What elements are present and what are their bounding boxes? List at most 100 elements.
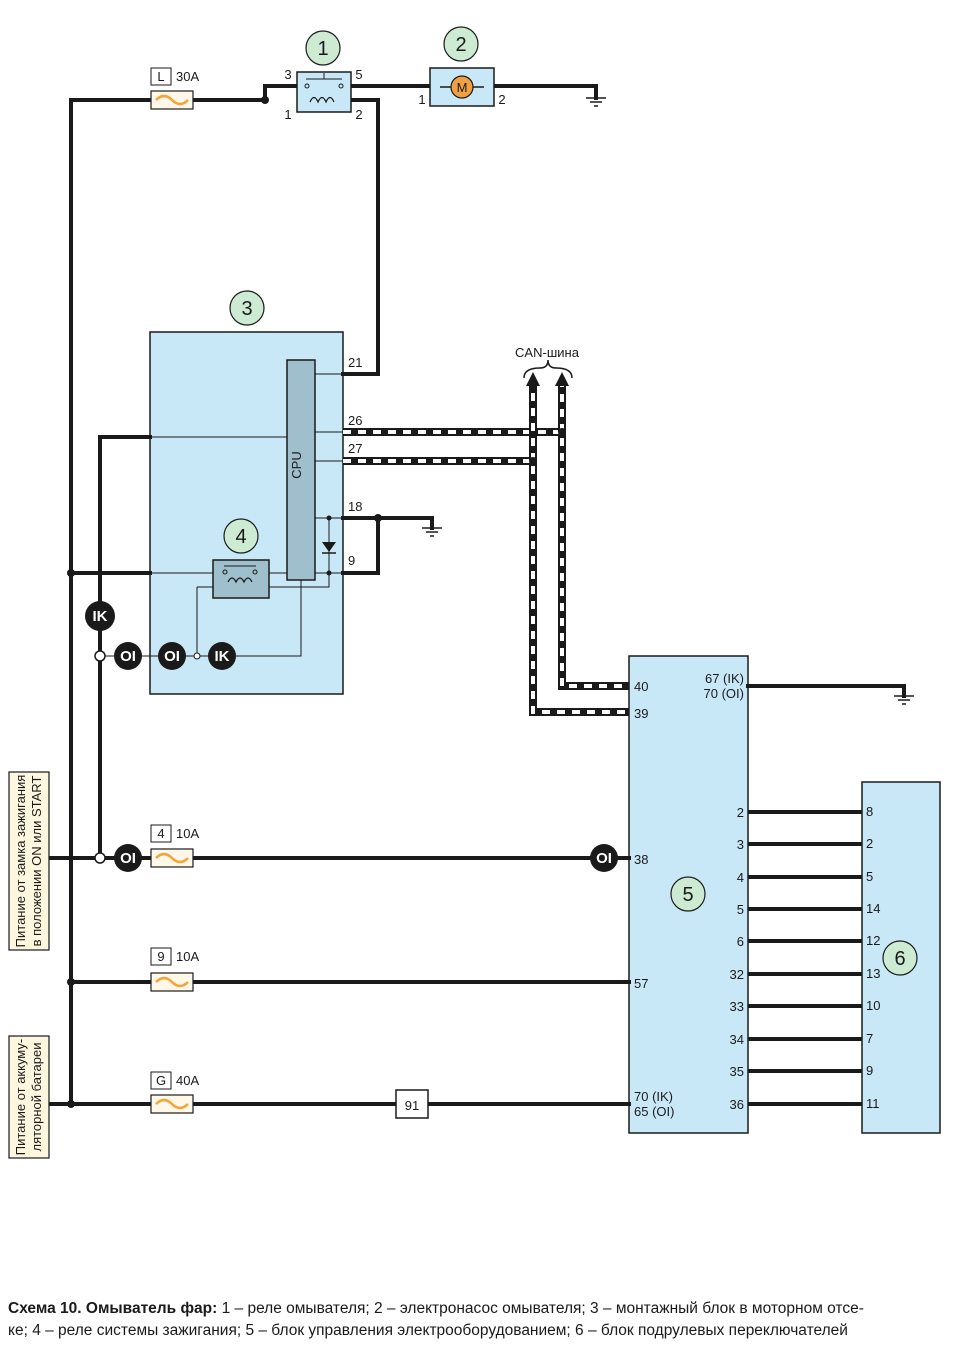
- block5-pin-70ik: 70 (IK): [634, 1089, 673, 1104]
- fuse-4-rating: 10A: [176, 826, 199, 841]
- can-bus: [343, 385, 629, 716]
- fuse-9: [150, 947, 194, 992]
- block6-pin-label: 10: [866, 998, 880, 1013]
- ignition-relay-4: [212, 559, 270, 599]
- junction-dot: [261, 96, 269, 104]
- fuse-9-id: 9: [157, 949, 164, 964]
- badge-oi: OI: [590, 844, 618, 872]
- cpu-chip: [286, 359, 316, 581]
- relay1-pin-1: 1: [284, 107, 291, 122]
- relay1-pin-2: 2: [355, 107, 362, 122]
- block6-pin-label: 12: [866, 933, 880, 948]
- fuse-g-id: G: [156, 1073, 166, 1088]
- block5-pin-label: 35: [730, 1064, 744, 1079]
- block6-pin-label: 14: [866, 901, 880, 916]
- connector-91: [395, 1089, 429, 1119]
- block5-pin-label: 6: [737, 934, 744, 949]
- svg-text:IK: IK: [215, 648, 230, 665]
- block6-pin-label: 2: [866, 836, 873, 851]
- junction-internal-a: [326, 515, 332, 521]
- can-arrow-right: [555, 372, 569, 386]
- block5-pin-label: 3: [737, 837, 744, 852]
- callout-4: 4: [223, 518, 259, 554]
- connector-91-label: 91: [405, 1098, 419, 1113]
- callout-6: 6: [882, 940, 918, 976]
- junction-dot: [67, 1100, 75, 1108]
- internal-wires: [100, 373, 343, 657]
- ground-icon: [422, 527, 442, 537]
- fuse-l-rating: 30A: [176, 69, 199, 84]
- block3-pin-27: 27: [348, 441, 362, 456]
- ignition-supply-label: Питание от замка зажигания в положении O…: [8, 771, 50, 951]
- badge-ik: IK: [208, 642, 236, 670]
- callout-5: 5: [670, 876, 706, 912]
- junction-internal-b: [326, 570, 332, 576]
- can-junction-b: [529, 457, 537, 465]
- fuse-9-rating: 10A: [176, 949, 199, 964]
- block6-pin-label: 13: [866, 966, 880, 981]
- motor-pin-2: 2: [498, 92, 505, 107]
- svg-text:OI: OI: [164, 648, 180, 665]
- svg-text:IK: IK: [93, 608, 108, 625]
- block5-pin-label: 4: [737, 870, 744, 885]
- fuse-4-id: 4: [157, 826, 164, 841]
- block6-pin-label: 8: [866, 804, 873, 819]
- svg-text:OI: OI: [120, 850, 136, 867]
- caption-title: Схема 10. Омыватель фар:: [8, 1300, 218, 1317]
- block5-pin-40: 40: [634, 679, 648, 694]
- pump-motor-2: [429, 67, 495, 107]
- block5-pin-label: 5: [737, 902, 744, 917]
- callout-1: 1: [305, 30, 341, 66]
- ground-icon: [586, 97, 606, 107]
- battery-supply-label: Питание от аккуму- ляторной батареи: [8, 1035, 50, 1159]
- block3-pin-26: 26: [348, 413, 362, 428]
- block3-pin-9: 9: [348, 553, 355, 568]
- block5-pin-label: 2: [737, 805, 744, 820]
- block5-pin-57: 57: [634, 976, 648, 991]
- ignition-label-line1: Питание от замка зажигания: [13, 775, 28, 948]
- badge-oi: OI: [158, 642, 186, 670]
- block6-pin-label: 9: [866, 1063, 873, 1078]
- badge-ik: IK: [85, 601, 115, 631]
- ignition-label-line2: в положении ON или START: [29, 776, 44, 947]
- svg-text:3: 3: [241, 298, 252, 320]
- fuse-l: [150, 67, 194, 110]
- block5-pin-label: 36: [730, 1097, 744, 1112]
- badge-oi: OI: [114, 844, 142, 872]
- block5-pin-39: 39: [634, 706, 648, 721]
- callout-3: 3: [229, 290, 265, 326]
- junction-open: [94, 650, 106, 662]
- battery-label-line1: Питание от аккуму-: [13, 1039, 28, 1155]
- block5-pin-label: 33: [730, 999, 744, 1014]
- washer-relay-1: [296, 71, 352, 113]
- block5-pin-38: 38: [634, 852, 648, 867]
- svg-text:6: 6: [894, 948, 905, 970]
- block5-pin-67ik: 67 (IK): [705, 671, 744, 686]
- wiring-diagram: CAN-шина CPU: [8, 26, 941, 1159]
- can-junction-a: [558, 428, 566, 436]
- block5-pin-65oi: 65 (OI): [634, 1104, 674, 1119]
- motor-pin-1: 1: [418, 92, 425, 107]
- bus-lines: [748, 810, 862, 1106]
- svg-text:OI: OI: [596, 850, 612, 867]
- figure-caption: Схема 10. Омыватель фар: 1 – реле омыват…: [8, 1298, 948, 1342]
- can-bus-label: CAN-шина: [515, 345, 580, 360]
- block6-pin-label: 5: [866, 869, 873, 884]
- svg-text:2: 2: [455, 34, 466, 56]
- battery-label-line2: ляторной батареи: [29, 1042, 44, 1151]
- block5-pin-label: 34: [730, 1032, 744, 1047]
- fuse-g-rating: 40A: [176, 1073, 199, 1088]
- svg-text:4: 4: [235, 526, 246, 548]
- relay1-pin-5: 5: [355, 67, 362, 82]
- caption-line2: ке; 4 – реле системы зажигания; 5 – блок…: [8, 1322, 848, 1339]
- motor-label: M: [457, 80, 468, 95]
- can-brace: [523, 359, 573, 379]
- ground-icon: [894, 695, 914, 705]
- block5-pin-70oi: 70 (OI): [704, 686, 744, 701]
- junction-dot: [67, 569, 75, 577]
- fuse-g: [150, 1071, 194, 1114]
- caption-line1: 1 – реле омывателя; 2 – электронасос омы…: [217, 1300, 864, 1317]
- block3-pin-18: 18: [348, 499, 362, 514]
